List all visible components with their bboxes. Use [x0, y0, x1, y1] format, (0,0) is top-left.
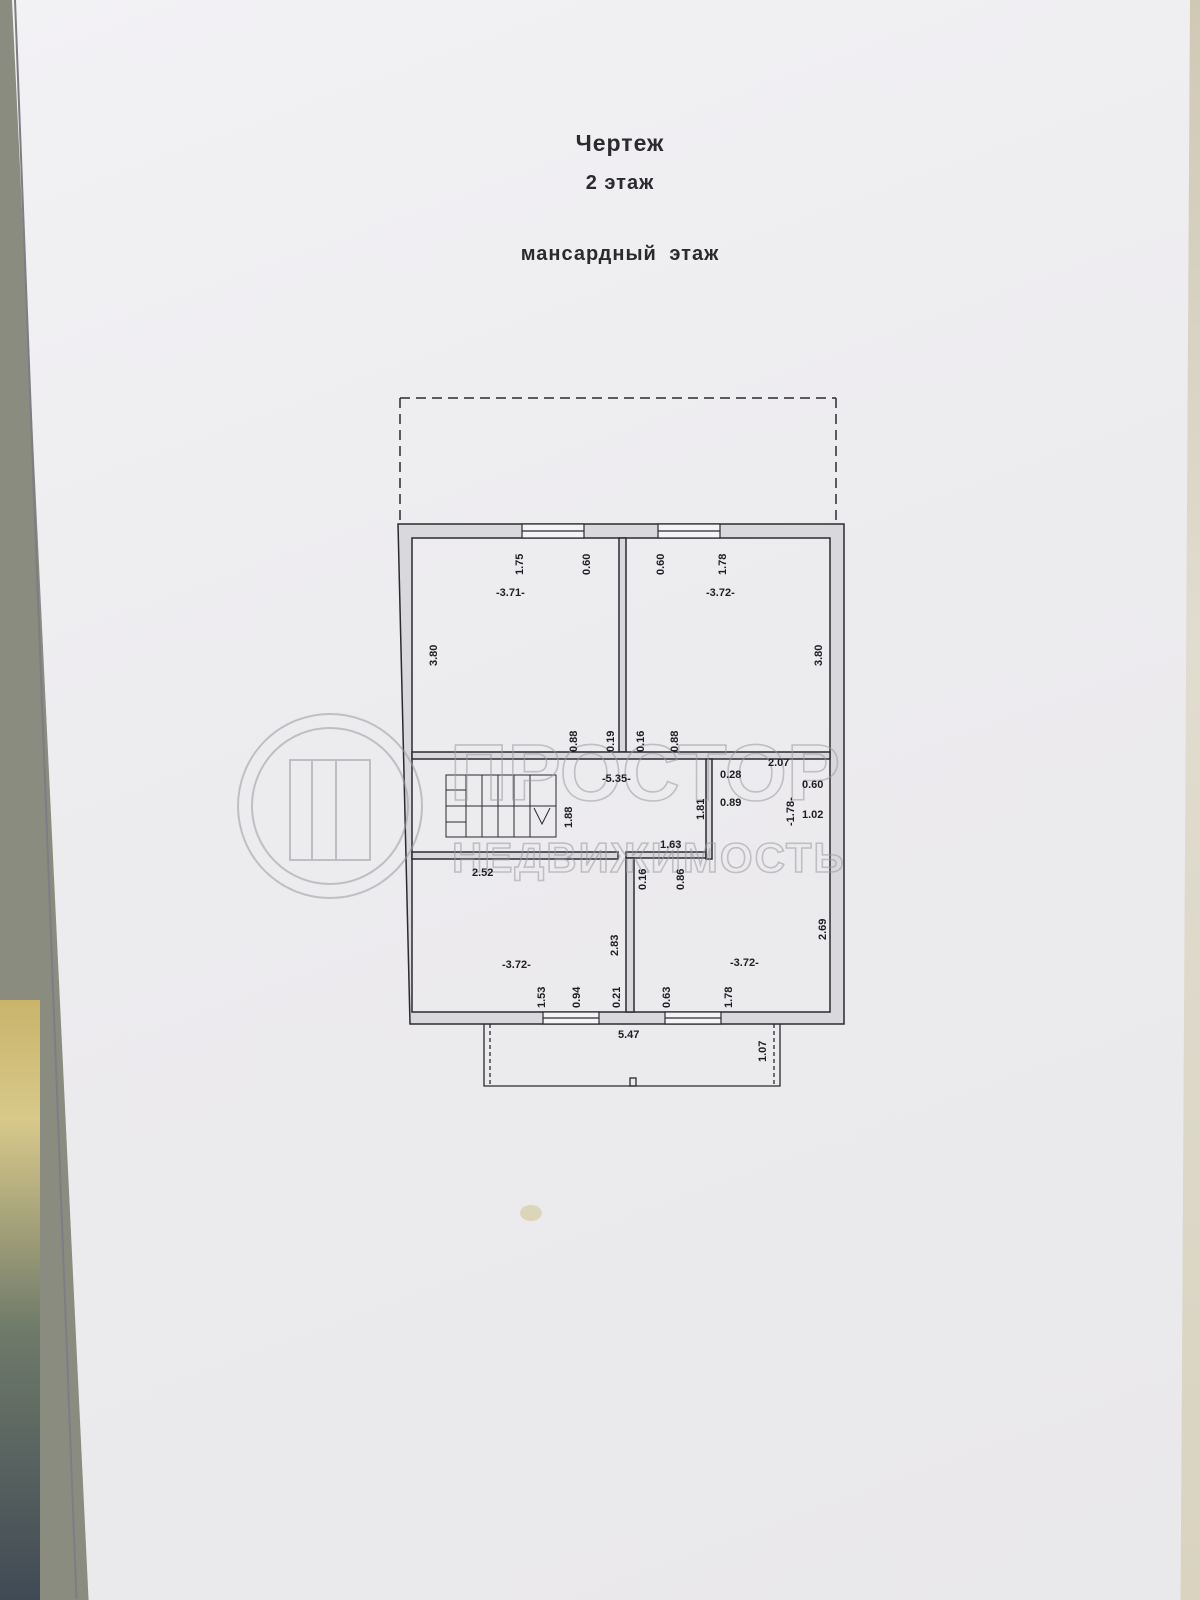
- dim-hall-door-a: 0.28: [720, 769, 741, 781]
- dim-sw-window: 0.94: [571, 986, 583, 1008]
- watermark-logo: [237, 713, 423, 899]
- watermark-tagline: НЕДВИЖИМОСТЬ: [452, 834, 846, 881]
- staircase: [445, 774, 557, 838]
- floor-type-label: мансардный этаж: [520, 243, 720, 265]
- dim-se-window-offset: 1.78: [723, 987, 735, 1008]
- watermark-brand: ПРОСТОР: [450, 728, 840, 817]
- dim-sw-window-offset: 1.53: [536, 987, 548, 1008]
- dim-hall-length: -5.35-: [602, 773, 631, 785]
- dim-se-wall-gap: 0.63: [661, 987, 673, 1008]
- dim-se-width: -3.72-: [730, 957, 759, 969]
- dim-partition-a: 0.16: [637, 869, 649, 890]
- dim-nw-length: 3.80: [428, 645, 440, 666]
- document-title: Чертеж: [575, 130, 665, 156]
- dim-hall-door-b: 0.89: [720, 797, 741, 809]
- dim-nw-window-offset: 1.75: [514, 554, 526, 575]
- dim-partition-b: 0.86: [675, 869, 687, 890]
- dim-stair-length: 2.52: [472, 867, 493, 879]
- paper-stain: [520, 1205, 542, 1221]
- dim-hall-left-gap: 0.88: [568, 731, 580, 752]
- dim-ne-window-offset: 1.78: [717, 554, 729, 575]
- dim-bath-width: 2.07: [768, 757, 789, 769]
- windows: [521, 523, 722, 1025]
- interior-walls: [411, 537, 831, 1013]
- dim-hall-right-gap: 0.88: [669, 731, 681, 752]
- floor-label: 2 этаж: [585, 172, 655, 194]
- dim-stair-width: 1.88: [563, 807, 575, 828]
- dim-ne-wall-gap: 0.60: [655, 554, 667, 575]
- dim-balcony-depth: 1.07: [757, 1041, 769, 1062]
- dim-hall-left-wall: 0.19: [605, 731, 617, 752]
- dim-sw-width: -3.72-: [502, 959, 531, 971]
- dim-hall-right-wall: 0.16: [635, 731, 647, 752]
- background-fabric: [0, 1000, 40, 1600]
- dim-balcony-length: 5.47: [618, 1029, 639, 1041]
- dim-bath-gap: 0.60: [802, 779, 823, 791]
- dim-se-length: 2.69: [817, 919, 829, 940]
- dim-nw-width: -3.71-: [496, 587, 525, 599]
- dim-ne-length: 3.80: [813, 645, 825, 666]
- dim-sw-wall: 0.21: [611, 987, 623, 1008]
- terrace-outline: [399, 397, 837, 524]
- dim-sw-length: 2.83: [609, 935, 621, 956]
- dim-nw-wall-gap: 0.60: [581, 554, 593, 575]
- dim-bath-door: 1.02: [802, 809, 823, 821]
- dimension-labels: 1.75 0.60 -3.71- 3.80 0.60 1.78 -3.72- 3…: [428, 554, 829, 1062]
- balcony: [483, 1024, 781, 1087]
- paper-sheet: [12, 0, 1190, 1600]
- dim-hall-center-width: 1.81: [695, 799, 707, 820]
- dim-ne-width: -3.72-: [706, 587, 735, 599]
- dim-hall-bottom-width: 1.63: [660, 839, 681, 851]
- dim-bath-length: -1.78-: [785, 797, 797, 826]
